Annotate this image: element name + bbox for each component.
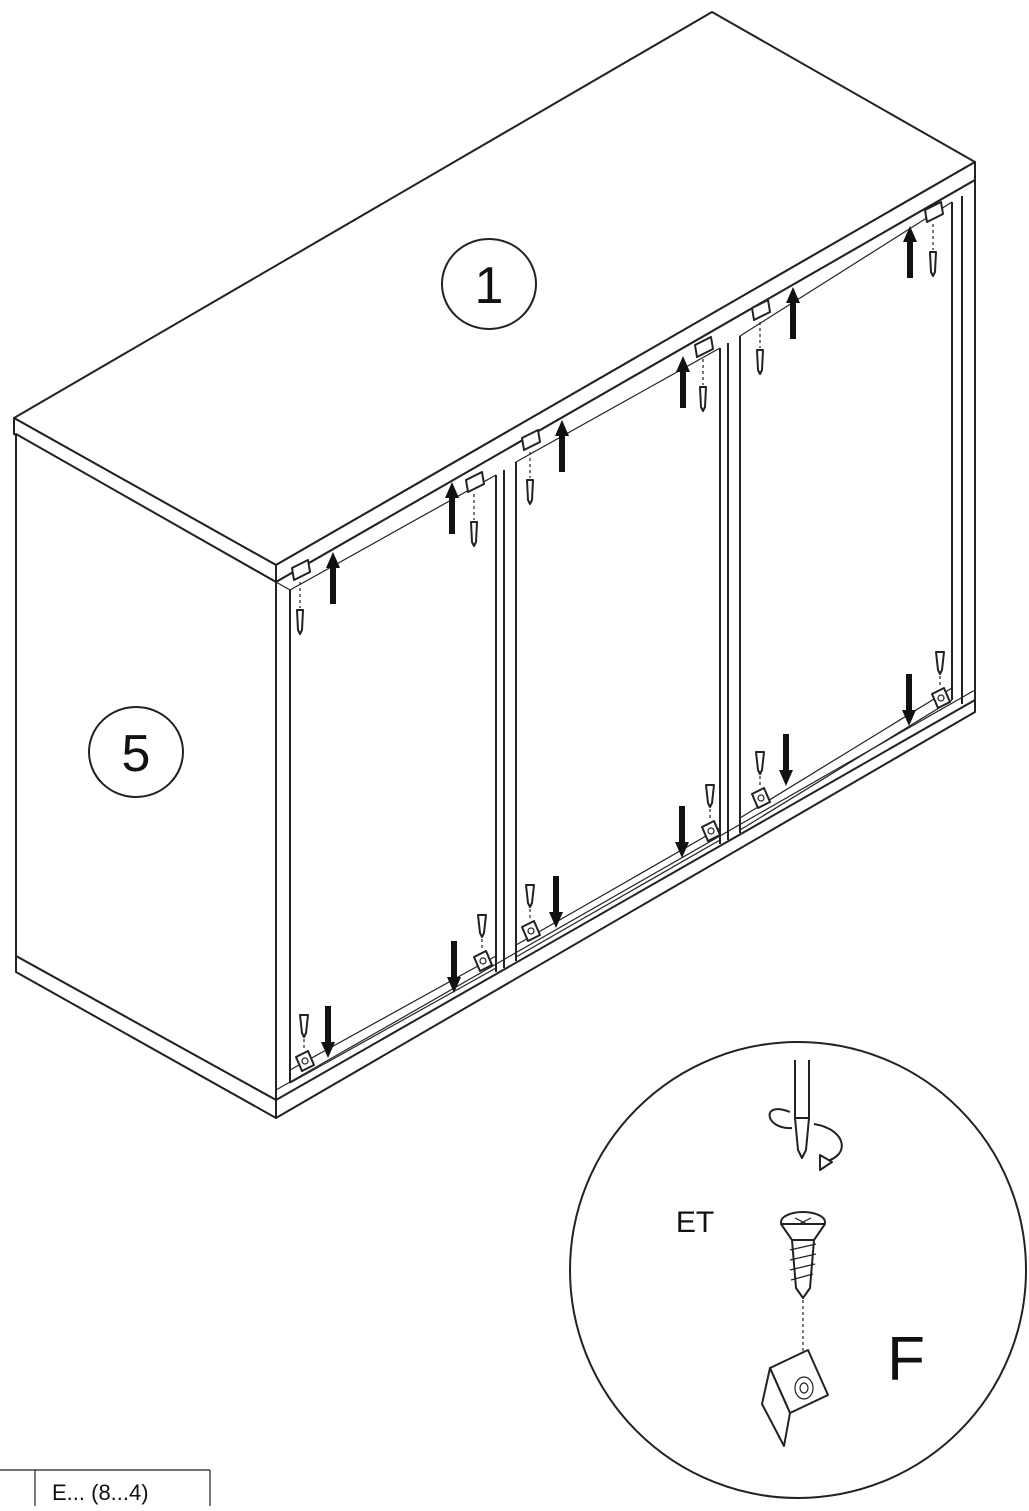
part-label-top: 1 xyxy=(441,238,537,330)
screw-icon xyxy=(299,1014,309,1038)
screw-icon xyxy=(477,914,487,938)
screw-icon xyxy=(526,479,534,505)
screw-code-label: ET xyxy=(676,1206,714,1239)
corner-bracket-icon xyxy=(295,1014,315,1072)
cabinet xyxy=(13,11,976,1119)
arrow-down-icon xyxy=(447,941,461,993)
corner-bracket-icon xyxy=(473,914,493,972)
screw-icon xyxy=(780,1211,826,1362)
corner-bracket-icon xyxy=(701,784,721,842)
corner-bracket-icon xyxy=(761,1349,829,1447)
top-bracket-icon xyxy=(924,201,944,277)
arrow-up-icon xyxy=(903,226,917,278)
parts-table: E... (8...4) xyxy=(0,1469,211,1506)
part-label-side: 5 xyxy=(88,706,184,798)
parts-table-cell: E... (8...4) xyxy=(52,1480,149,1505)
screw-icon xyxy=(935,651,945,675)
screw-icon xyxy=(705,784,715,808)
top-bracket-icon xyxy=(751,299,771,375)
detail-inset: ET F xyxy=(569,1041,1027,1499)
arrow-up-icon xyxy=(445,482,459,534)
screw-icon xyxy=(699,386,707,412)
arrow-down-icon xyxy=(779,734,793,786)
corner-bracket-icon xyxy=(931,651,951,709)
arrow-down-icon xyxy=(321,1006,335,1058)
hardware-markers xyxy=(291,201,951,1072)
arrow-up-icon xyxy=(326,552,340,604)
arrow-up-icon xyxy=(786,287,800,339)
bracket-code-label: F xyxy=(887,1325,925,1394)
arrow-up-icon xyxy=(676,356,690,408)
screwdriver-icon xyxy=(768,1060,843,1171)
arrow-down-icon xyxy=(902,674,916,726)
screw-icon xyxy=(470,521,478,547)
corner-bracket-icon xyxy=(521,884,541,942)
top-bracket-icon xyxy=(465,471,485,547)
dividers xyxy=(275,196,963,1083)
bottom-shelf-edge xyxy=(275,699,976,1101)
top-bracket-icon xyxy=(521,429,541,505)
corner-bracket-icon xyxy=(751,751,771,809)
back-frame xyxy=(275,179,976,1119)
arrow-down-icon xyxy=(675,806,689,858)
arrow-up-icon xyxy=(555,420,569,472)
top-bracket-icon xyxy=(694,336,714,412)
arrow-down-icon xyxy=(549,876,563,928)
part-number-top: 1 xyxy=(475,257,504,315)
screw-icon xyxy=(525,884,535,908)
top-bracket-icon xyxy=(291,559,311,635)
screw-icon xyxy=(756,349,764,375)
screw-icon xyxy=(929,251,937,277)
screw-icon xyxy=(755,751,765,775)
screw-icon xyxy=(296,609,304,635)
part-number-side: 5 xyxy=(122,725,151,783)
